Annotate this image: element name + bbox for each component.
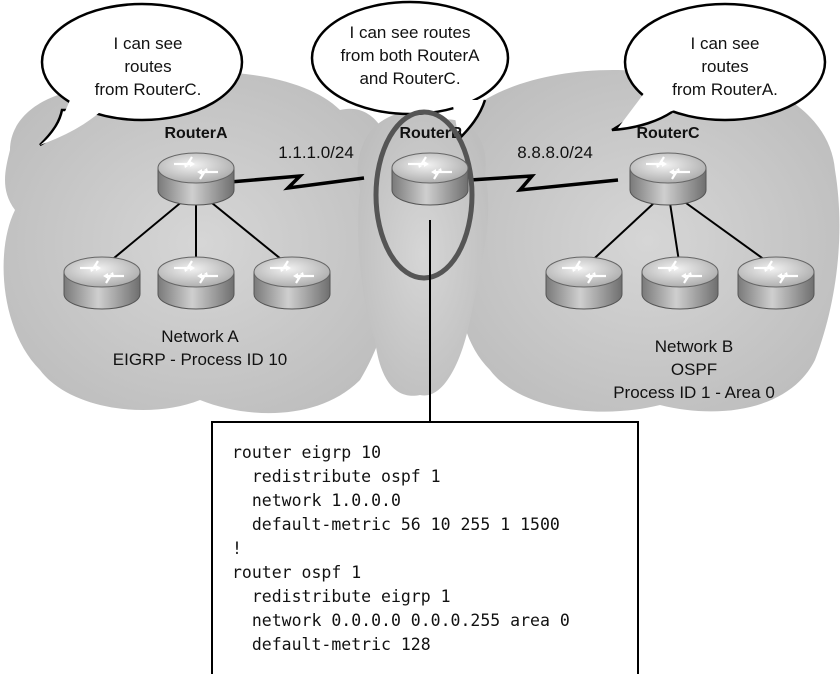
router-c-icon	[628, 151, 708, 207]
network-a-name: Network A	[161, 327, 239, 346]
bubble-a-line-2: routes	[124, 57, 171, 76]
link-bc-label: 8.8.8.0/24	[517, 143, 593, 162]
config-box	[211, 421, 639, 674]
serial-link-ab	[229, 173, 365, 191]
config-line-4: default-metric 56 10 255 1 1500	[232, 515, 560, 534]
bubble-a-line-3: from RouterC.	[95, 80, 202, 99]
serial-link-bc	[469, 173, 619, 193]
router-b2-icon	[640, 255, 720, 311]
network-b-cloud	[455, 70, 840, 412]
network-b-name: Network B	[655, 337, 733, 356]
bubble-c-line-2: routes	[701, 57, 748, 76]
bubble-a: I can see routes from RouterC.	[39, 2, 244, 147]
network-a-protocol: EIGRP - Process ID 10	[113, 350, 287, 369]
bubble-b-line-1: I can see routes	[350, 23, 471, 42]
config-line-9: default-metric 128	[232, 635, 431, 654]
config-line-8: network 0.0.0.0 0.0.0.255 area 0	[232, 611, 570, 630]
config-line-3: network 1.0.0.0	[232, 491, 401, 510]
config-line-7: redistribute eigrp 1	[232, 587, 451, 606]
router-b3-icon	[736, 255, 816, 311]
router-a3-icon	[252, 255, 332, 311]
config-line-2: redistribute ospf 1	[232, 467, 441, 486]
network-b-process: Process ID 1 - Area 0	[613, 383, 775, 402]
config-line-1: router eigrp 10	[232, 443, 381, 462]
link-ab-label: 1.1.1.0/24	[278, 143, 354, 162]
router-a-icon	[156, 151, 236, 207]
config-line-6: router ospf 1	[232, 563, 361, 582]
bubble-c-line-3: from RouterA.	[672, 80, 778, 99]
bubble-b: I can see routes from both RouterA and R…	[310, 0, 510, 141]
bubble-c: I can see routes from RouterA.	[611, 2, 827, 132]
router-a2-icon	[156, 255, 236, 311]
router-a1-icon	[62, 255, 142, 311]
router-a-label: RouterA	[164, 125, 228, 142]
router-b-label: RouterB	[399, 125, 462, 142]
network-a-cloud	[3, 72, 399, 414]
router-c-label: RouterC	[636, 125, 700, 142]
router-b1-icon	[544, 255, 624, 311]
bubble-c-line-1: I can see	[691, 34, 760, 53]
bubble-b-line-2: from both RouterA	[341, 46, 481, 65]
network-b-protocol: OSPF	[671, 360, 717, 379]
bubble-b-line-3: and RouterC.	[359, 69, 460, 88]
config-line-5: !	[232, 539, 242, 558]
router-b-highlight	[373, 109, 475, 281]
router-b-icon	[390, 151, 470, 207]
bubble-a-line-1: I can see	[114, 34, 183, 53]
